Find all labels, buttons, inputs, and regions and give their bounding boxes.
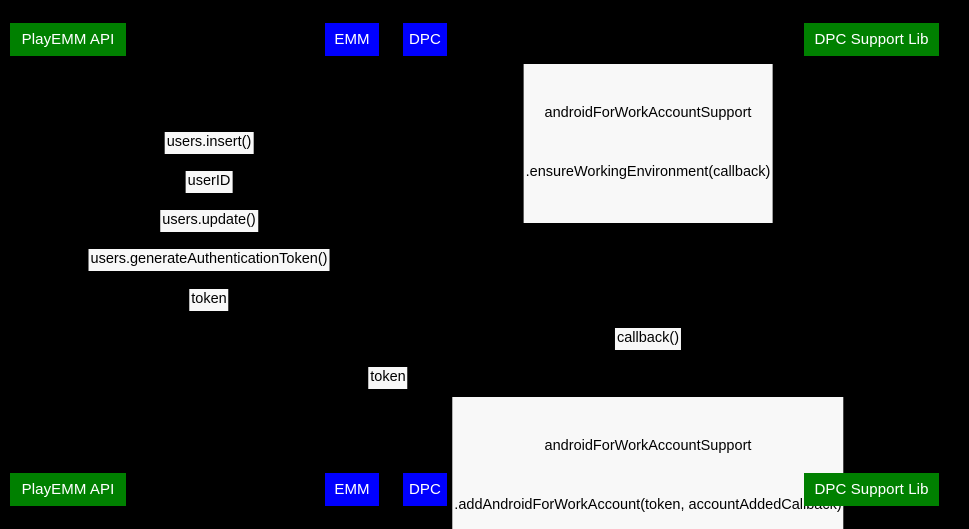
participant-emm-bottom[interactable]: EMM [325, 473, 379, 506]
participant-label: DPC [409, 31, 441, 48]
message-line-2: .ensureWorkingEnvironment(callback) [525, 163, 771, 180]
message-ensure-working-environment[interactable]: androidForWorkAccountSupport .ensureWork… [523, 64, 773, 223]
participant-label: DPC [409, 481, 441, 498]
message-users-update[interactable]: users.update() [160, 210, 258, 232]
participant-dpc-support-lib-bottom[interactable]: DPC Support Lib [804, 473, 939, 506]
participant-dpc-bottom[interactable]: DPC [403, 473, 447, 506]
message-line-2: .addAndroidForWorkAccount(token, account… [454, 496, 842, 513]
participant-label: DPC Support Lib [814, 481, 929, 498]
message-token-upper[interactable]: token [189, 289, 229, 311]
message-line-1: androidForWorkAccountSupport [544, 105, 752, 121]
message-token-lower[interactable]: token [368, 367, 408, 389]
message-line-1: androidForWorkAccountSupport [544, 438, 752, 454]
participant-label: EMM [334, 31, 370, 48]
message-users-insert[interactable]: users.insert() [164, 132, 254, 154]
message-generate-authentication-token[interactable]: users.generateAuthenticationToken() [88, 249, 330, 271]
participant-dpc-support-lib-top[interactable]: DPC Support Lib [804, 23, 939, 56]
participant-label: DPC Support Lib [814, 31, 929, 48]
message-callback[interactable]: callback() [614, 328, 682, 350]
participant-label: PlayEMM API [21, 31, 115, 48]
participant-playemm-api-bottom[interactable]: PlayEMM API [10, 473, 126, 506]
message-userid[interactable]: userID [185, 171, 233, 193]
participant-label: PlayEMM API [21, 481, 115, 498]
participant-emm-top[interactable]: EMM [325, 23, 379, 56]
participant-playemm-api-top[interactable]: PlayEMM API [10, 23, 126, 56]
participant-label: EMM [334, 481, 370, 498]
message-add-android-for-work-account[interactable]: androidForWorkAccountSupport .addAndroid… [452, 397, 844, 529]
participant-dpc-top[interactable]: DPC [403, 23, 447, 56]
